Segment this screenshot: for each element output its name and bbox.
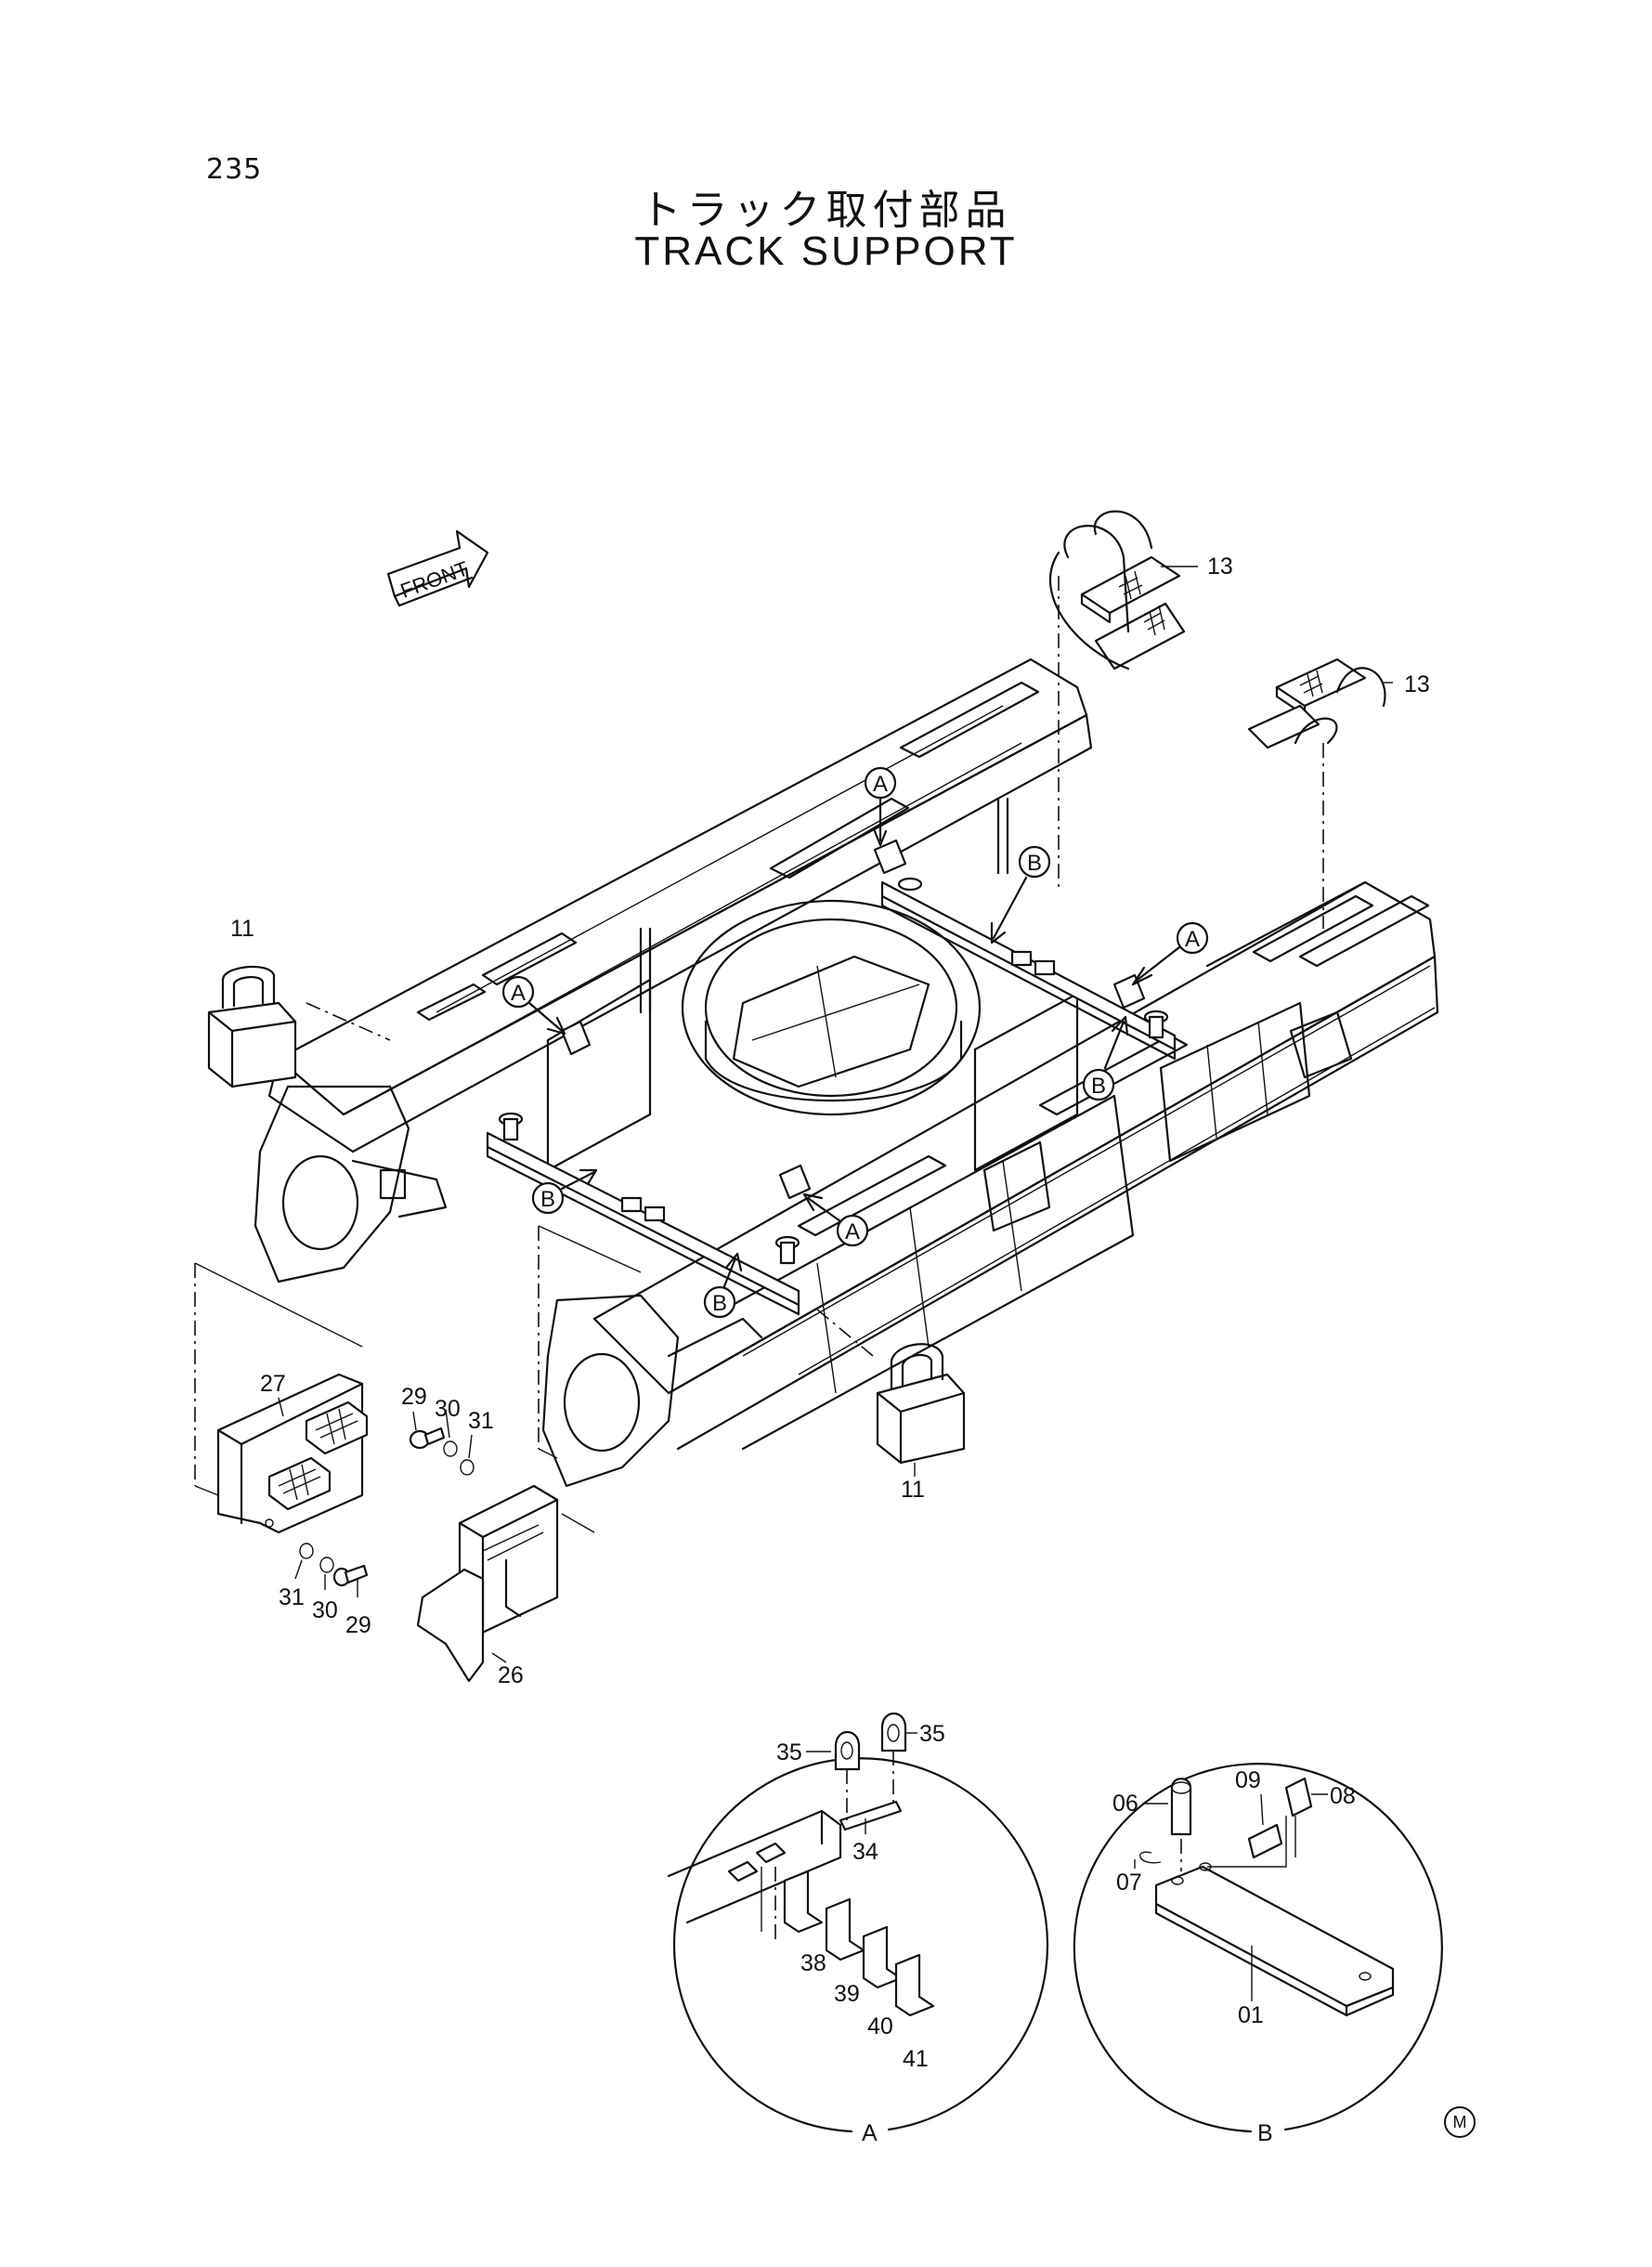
guard-part-27 — [194, 1262, 369, 1534]
callout-marker-b: B — [1082, 1015, 1129, 1101]
detail-view-b: 06 07 09 08 01 B — [1073, 1763, 1443, 2146]
svg-text:A: A — [873, 772, 888, 797]
detail-view-a: 35 35 34 38 39 40 41 A — [667, 1713, 1049, 2146]
label-part-29: 29 — [345, 1612, 371, 1638]
track-guide-bar-rear — [873, 839, 1177, 1061]
detail-label-a: A — [862, 2120, 878, 2146]
label-part-40: 40 — [867, 2013, 893, 2039]
bolt-washer-set-lower — [294, 1543, 369, 1597]
detail-label-b: B — [1257, 2120, 1273, 2146]
block-part-11-right — [816, 1309, 966, 1477]
svg-text:A: A — [511, 981, 526, 1006]
label-part-38: 38 — [800, 1950, 826, 1976]
step-part-13-front — [1247, 658, 1393, 929]
label-part-01: 01 — [1238, 2002, 1264, 2028]
label-part-09: 09 — [1235, 1767, 1261, 1793]
callout-marker-a: A — [1131, 921, 1209, 986]
svg-text:B: B — [1027, 851, 1042, 876]
label-part-26: 26 — [498, 1662, 524, 1688]
svg-text:A: A — [845, 1219, 860, 1244]
label-part-34: 34 — [852, 1839, 878, 1865]
callout-marker-a: A — [802, 1192, 869, 1247]
callout-marker-b: B — [531, 1168, 598, 1215]
label-part-27: 27 — [260, 1371, 286, 1397]
svg-text:B: B — [540, 1187, 555, 1212]
svg-text:B: B — [1091, 1074, 1106, 1099]
callout-marker-b: B — [703, 1252, 743, 1319]
label-part-39: 39 — [834, 1981, 860, 2007]
label-part-30: 30 — [312, 1597, 338, 1623]
step-part-13-rear — [1048, 510, 1198, 892]
label-part-13: 13 — [1404, 671, 1430, 697]
label-part-35: 35 — [776, 1739, 802, 1765]
label-part-29: 29 — [401, 1384, 427, 1410]
page-title-english: TRACK SUPPORT — [634, 228, 1018, 274]
label-part-30: 30 — [435, 1396, 461, 1422]
label-part-35: 35 — [919, 1721, 945, 1747]
label-part-11: 11 — [230, 916, 254, 942]
label-part-07: 07 — [1116, 1870, 1142, 1896]
callout-marker-a: A — [501, 975, 566, 1036]
bolt-washer-set-upper — [409, 1409, 475, 1476]
callout-marker-a: A — [864, 766, 897, 847]
svg-text:B: B — [712, 1291, 727, 1316]
label-part-31: 31 — [279, 1584, 305, 1610]
track-guide-bar-front — [486, 1020, 812, 1316]
label-part-08: 08 — [1330, 1783, 1356, 1809]
page-title-japanese: トラック取付部品 — [640, 187, 1012, 234]
label-part-31: 31 — [468, 1408, 494, 1434]
svg-text:A: A — [1185, 927, 1200, 952]
label-part-41: 41 — [903, 2046, 929, 2072]
undercarriage-frame — [254, 658, 1439, 1488]
label-part-13: 13 — [1207, 554, 1233, 580]
guard-part-26 — [416, 1225, 642, 1683]
block-part-11-left — [207, 965, 391, 1088]
front-arrow-icon: FRONT — [386, 529, 489, 607]
callout-marker-b: B — [990, 845, 1051, 945]
label-part-11: 11 — [901, 1477, 925, 1503]
page-number: 235 — [206, 153, 263, 186]
label-part-06: 06 — [1112, 1791, 1138, 1817]
manufacturer-mark: M — [1444, 2106, 1476, 2138]
